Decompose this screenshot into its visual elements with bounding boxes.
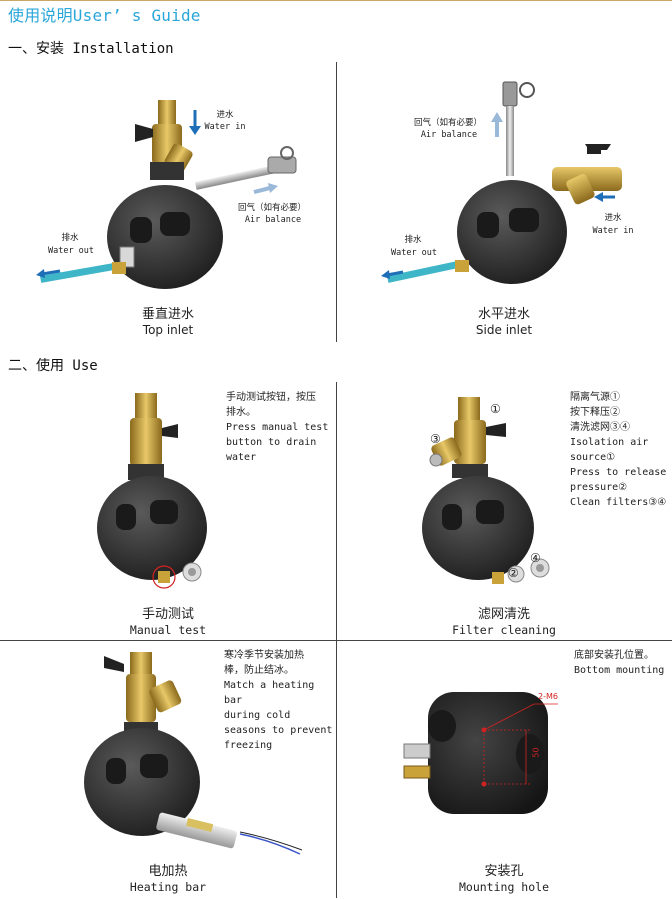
heating-bar-caption-en: Heating bar bbox=[129, 880, 207, 894]
mounting-note-line: 底部安装孔位置。 bbox=[574, 650, 654, 661]
mounting-hole-note: 底部安装孔位置。 Bottom mounting bbox=[574, 648, 672, 678]
top-inlet-caption-en: Top inlet bbox=[142, 323, 194, 337]
side-water-out-en: Water out bbox=[390, 248, 438, 258]
manual-test-illustration bbox=[97, 393, 207, 589]
filter-cleaning-note: 隔离气源① 按下释压② 清洗滤网③④ Isolation air source①… bbox=[570, 390, 670, 510]
side-inlet-caption-cn: 水平进水 bbox=[477, 307, 530, 322]
side-inlet-illustration bbox=[381, 81, 622, 284]
heating-note-line: during cold bbox=[224, 710, 291, 721]
top-air-balance-en: Air balance bbox=[244, 215, 302, 225]
manual-test-note-line: Press manual test bbox=[226, 422, 329, 433]
mounting-hole-caption-en: Mounting hole bbox=[458, 880, 549, 894]
manual-test-note-line: button to drain bbox=[226, 437, 317, 448]
manual-test-caption-en: Manual test bbox=[129, 623, 207, 637]
filter-note-line: Press to release bbox=[570, 467, 667, 478]
filter-note-line: Clean filters③④ bbox=[570, 497, 667, 508]
manual-test-note-line: 排水。 bbox=[226, 407, 256, 418]
use-heading: 二、使用 Use bbox=[8, 358, 98, 374]
filter-marker-2: ② bbox=[508, 566, 519, 580]
side-inlet-caption-en: Side inlet bbox=[475, 323, 533, 337]
heating-bar-note: 寒冷季节安装加热 棒，防止结冰。 Match a heating bar dur… bbox=[224, 648, 334, 753]
heating-note-line: 棒，防止结冰。 bbox=[224, 665, 294, 676]
top-water-in-en: Water in bbox=[204, 122, 246, 132]
top-inlet-illustration bbox=[36, 100, 297, 289]
top-air-balance-cn: 回气（如有必要） bbox=[237, 203, 306, 213]
page-title: 使用说明User’ s Guide bbox=[8, 6, 201, 25]
top-water-out-cn: 排水 bbox=[61, 233, 79, 243]
filter-note-line: 隔离气源① bbox=[570, 392, 620, 403]
filter-note-line: 按下释压② bbox=[570, 407, 620, 418]
installation-heading: 一、安装 Installation bbox=[8, 41, 174, 57]
heating-note-line: freezing bbox=[224, 740, 273, 751]
top-water-in-cn: 进水 bbox=[216, 110, 234, 120]
manual-test-caption-cn: 手动测试 bbox=[141, 607, 194, 622]
filter-marker-4: ④ bbox=[530, 551, 541, 565]
heating-note-line: seasons to prevent bbox=[224, 725, 333, 736]
filter-note-line: pressure② bbox=[570, 482, 628, 493]
filter-cleaning-caption-cn: 滤网清洗 bbox=[477, 607, 530, 622]
mounting-hole-label: 2-M6 bbox=[538, 692, 558, 701]
heating-bar-illustration bbox=[84, 652, 303, 855]
mounting-dimension: 50 bbox=[531, 747, 541, 758]
filter-note-line: Isolation air bbox=[570, 437, 649, 448]
side-air-balance-en: Air balance bbox=[420, 130, 478, 140]
heating-note-line: Match a heating bar bbox=[224, 680, 315, 706]
filter-marker-3: ③ bbox=[430, 432, 441, 446]
heating-bar-caption-cn: 电加热 bbox=[148, 864, 188, 879]
filter-cleaning-illustration bbox=[422, 397, 550, 584]
side-water-in-cn: 进水 bbox=[604, 213, 622, 223]
filter-note-line: 清洗滤网③④ bbox=[570, 422, 630, 433]
divider-use-rows bbox=[0, 640, 672, 641]
top-inlet-caption-cn: 垂直进水 bbox=[141, 307, 194, 322]
filter-note-line: source① bbox=[570, 452, 616, 463]
side-water-out-cn: 排水 bbox=[404, 235, 422, 245]
heating-note-line: 寒冷季节安装加热 bbox=[224, 650, 304, 661]
side-air-balance-cn: 回气（如有必要） bbox=[413, 118, 482, 128]
top-rule bbox=[0, 0, 672, 1]
side-water-in-en: Water in bbox=[592, 226, 634, 236]
manual-test-note-line: 手动测试按钮，按压 bbox=[226, 392, 316, 403]
manual-test-note-line: water bbox=[226, 452, 257, 463]
mounting-hole-illustration bbox=[403, 692, 558, 814]
divider-installation bbox=[336, 62, 337, 342]
mounting-hole-caption-cn: 安装孔 bbox=[484, 864, 524, 879]
mounting-note-line: Bottom mounting bbox=[574, 665, 665, 676]
manual-test-note: 手动测试按钮，按压 排水。 Press manual test button t… bbox=[226, 390, 336, 465]
top-water-out-en: Water out bbox=[47, 246, 95, 256]
filter-cleaning-caption-en: Filter cleaning bbox=[452, 623, 556, 637]
filter-marker-1: ① bbox=[490, 402, 501, 416]
